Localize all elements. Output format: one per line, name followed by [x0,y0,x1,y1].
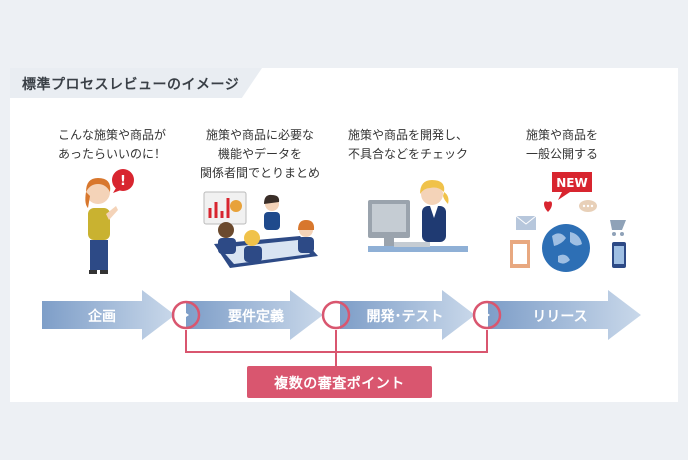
flow-arrow-planning [42,290,175,340]
flow-label-development: 開発･テスト [366,309,444,325]
flow-arrow-release [488,290,641,340]
exclamation-bubble-icon: ! [112,169,134,193]
step-caption-release: 施策や商品を 一般公開する [525,128,598,161]
review-bracket [185,330,488,366]
checkpoint-icon-1 [171,300,201,330]
new-badge-text: NEW [556,176,587,190]
checkpoint-icon-3 [472,300,502,330]
diagram-title: 標準プロセスレビューのイメージ [22,77,240,93]
release-illustration: NEW [510,172,626,272]
checkpoint-icon-2 [321,300,351,330]
developer-illustration [368,180,468,252]
diagram-card: 標準プロセスレビューのイメージ こんな施策や商品が あったらいいのに！ 施策や商… [10,68,678,402]
flow-label-planning: 企画 [88,309,116,325]
step-caption-planning: こんな施策や商品が あったらいいのに！ [57,128,166,161]
step-caption-requirements: 施策や商品に必要な 機能やデータを 関係者間でとりまとめ [199,128,320,180]
flow-label-requirements: 要件定義 [228,309,284,325]
review-points-box: 複数の審査ポイント [247,366,432,398]
review-points-label: 複数の審査ポイント [274,376,405,392]
exclamation-mark: ! [120,174,126,189]
flow-label-release: リリース [532,309,588,325]
step-caption-development: 施策や商品を開発し、 不具合などをチェック [347,128,468,161]
flow-arrow-development [340,290,475,340]
meeting-illustration [203,191,318,268]
flow-arrow-requirements [186,290,323,340]
flow-arrows [42,290,641,366]
planning-person-illustration [85,178,118,274]
title-tab [10,68,262,98]
